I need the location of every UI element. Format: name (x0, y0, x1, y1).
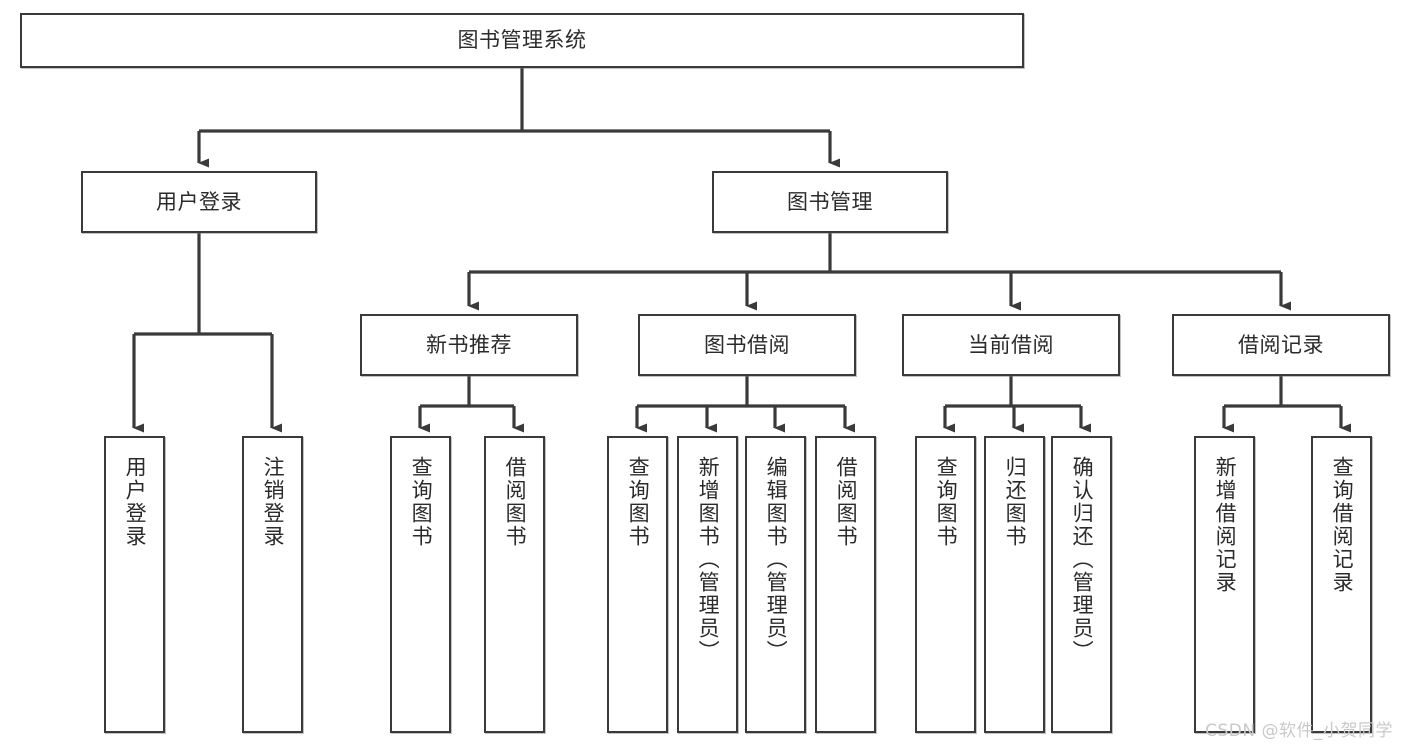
leaf-query-book-1-label: 查询图书 (409, 456, 434, 548)
node-borrow-record-label: 借阅记录 (1238, 332, 1324, 357)
leaf-borrow-book-1-label: 借阅图书 (503, 456, 528, 548)
node-new-book-recommend[interactable]: 新书推荐 (360, 314, 578, 376)
leaf-logout-login-label: 注销登录 (261, 456, 286, 548)
leaf-edit-book-admin-label: 编辑图书（管理员） (764, 456, 789, 663)
node-new-book-recommend-label: 新书推荐 (426, 332, 512, 357)
node-user-login[interactable]: 用户登录 (81, 171, 317, 233)
node-root-label: 图书管理系统 (457, 28, 587, 53)
leaf-borrow-book-2-label: 借阅图书 (834, 456, 859, 548)
node-book-borrow[interactable]: 图书借阅 (638, 314, 856, 376)
leaf-return-book[interactable]: 归还图书 (984, 436, 1045, 733)
leaf-query-book-3[interactable]: 查询图书 (915, 436, 976, 733)
leaf-add-borrow-record[interactable]: 新增借阅记录 (1194, 436, 1255, 733)
leaf-add-borrow-record-label: 新增借阅记录 (1213, 456, 1238, 594)
leaf-logout-login[interactable]: 注销登录 (242, 436, 303, 733)
leaf-query-book-2[interactable]: 查询图书 (607, 436, 668, 733)
leaf-add-book-admin-label: 新增图书（管理员） (696, 456, 721, 663)
leaf-borrow-book-2[interactable]: 借阅图书 (815, 436, 876, 733)
leaf-return-book-label: 归还图书 (1003, 456, 1028, 548)
watermark-text: CSDN @软件_小贺同学 (1205, 721, 1393, 741)
node-current-borrow[interactable]: 当前借阅 (902, 314, 1120, 376)
leaf-query-borrow-record[interactable]: 查询借阅记录 (1311, 436, 1372, 733)
leaf-confirm-return-admin-label: 确认归还（管理员） (1070, 456, 1095, 663)
node-user-login-label: 用户登录 (156, 189, 242, 214)
node-book-borrow-label: 图书借阅 (704, 332, 790, 357)
node-current-borrow-label: 当前借阅 (968, 332, 1054, 357)
node-book-management-label: 图书管理 (787, 189, 873, 214)
node-book-management[interactable]: 图书管理 (712, 171, 948, 233)
leaf-edit-book-admin[interactable]: 编辑图书（管理员） (745, 436, 806, 733)
leaf-user-login-label: 用户登录 (123, 456, 148, 548)
leaf-query-borrow-record-label: 查询借阅记录 (1330, 456, 1355, 594)
leaf-query-book-1[interactable]: 查询图书 (390, 436, 451, 733)
leaf-query-book-2-label: 查询图书 (626, 456, 651, 548)
leaf-confirm-return-admin[interactable]: 确认归还（管理员） (1051, 436, 1112, 733)
leaf-add-book-admin[interactable]: 新增图书（管理员） (677, 436, 738, 733)
leaf-query-book-3-label: 查询图书 (934, 456, 959, 548)
leaf-user-login[interactable]: 用户登录 (104, 436, 165, 733)
node-borrow-record[interactable]: 借阅记录 (1172, 314, 1390, 376)
leaf-borrow-book-1[interactable]: 借阅图书 (484, 436, 545, 733)
node-root[interactable]: 图书管理系统 (20, 13, 1024, 68)
